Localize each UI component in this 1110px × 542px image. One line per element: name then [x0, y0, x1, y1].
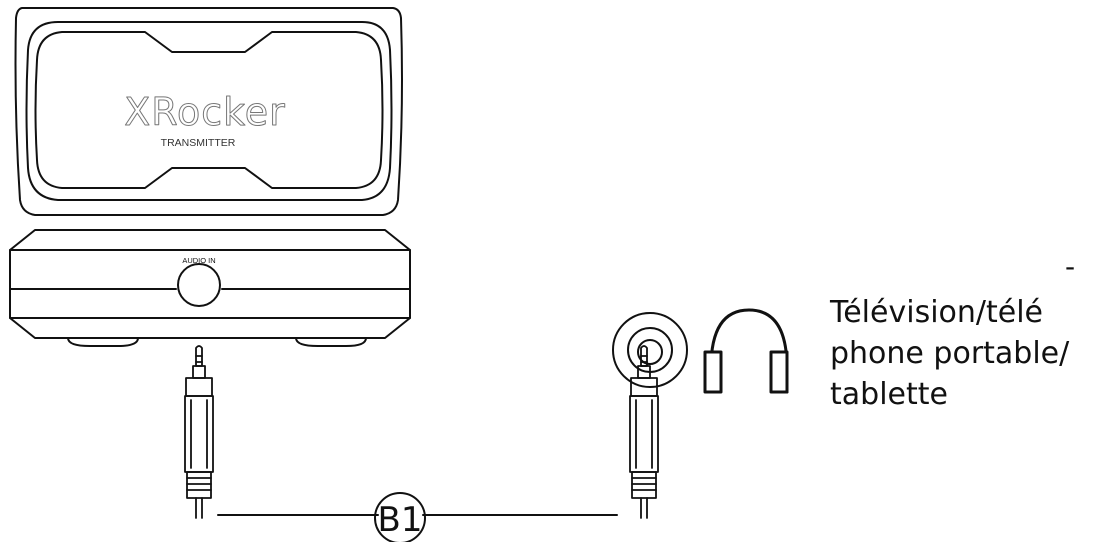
headphone-socket — [612, 312, 688, 388]
device-dash: - — [1065, 250, 1076, 283]
audio-in-label: AUDIO IN — [182, 256, 215, 265]
device-description: Télévision/télé phone portable/ tablette — [830, 295, 1070, 412]
left-audio-plug — [184, 345, 214, 519]
transmitter-head: XRocker TRANSMITTER — [14, 7, 403, 216]
cable-b1: B1 — [217, 492, 618, 542]
audio-in-port — [177, 263, 221, 307]
cable-b1-circle — [374, 492, 426, 542]
transmitter-base: AUDIO IN — [9, 229, 411, 347]
cable-b1-label: B1 — [378, 500, 423, 540]
brand-logo: XRocker — [124, 90, 286, 134]
headphone-icon — [703, 308, 789, 394]
transmitter-subtitle: TRANSMITTER — [161, 137, 236, 149]
